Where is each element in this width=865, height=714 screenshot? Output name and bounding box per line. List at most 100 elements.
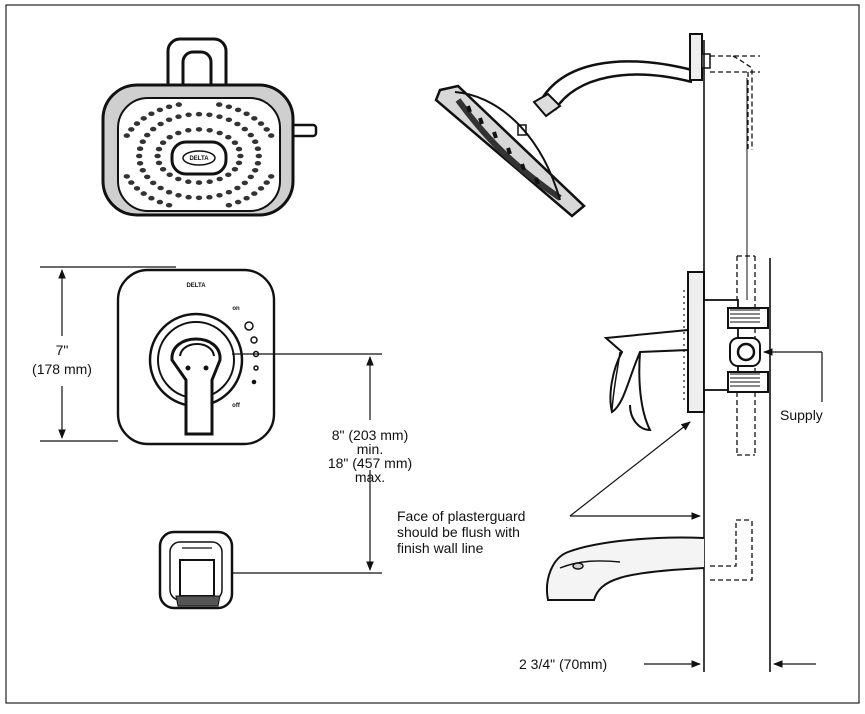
spray-nozzle [263,180,270,185]
spray-nozzle [150,180,157,186]
spray-nozzle [231,140,239,145]
spray-nozzle [251,191,258,196]
spray-nozzle [136,161,144,166]
spray-nozzle [235,146,243,152]
showerhead-front-view [101,37,318,217]
spray-nozzle [243,195,250,201]
spray-nozzle [231,167,239,172]
spray-nozzle [154,153,161,159]
spray-nozzle [185,179,192,184]
spray-nozzle [252,139,259,144]
spray-nozzle [139,168,146,173]
spray-nozzle [159,167,167,172]
spacing-max-label: max. [355,469,385,485]
spray-nozzle [241,180,248,186]
spray-nozzle [133,121,141,126]
spray-nozzle [123,174,130,179]
spray-nozzle [139,139,146,144]
spray-nozzle [206,194,213,200]
spray-nozzle [225,134,232,140]
spray-nozzle [155,146,163,152]
spray-nozzle [155,160,163,166]
spray-nozzle [235,160,243,166]
spray-nozzle [251,116,258,121]
spray-nozzle [243,111,250,117]
spray-nozzle [175,130,182,136]
spray-nozzle [254,161,262,166]
spray-nozzle [185,128,192,133]
valve-off-label: off [232,403,241,409]
spray-nozzle [148,111,155,117]
spray-nozzle [206,179,213,184]
plasterguard-note-line-3: finish wall line [397,540,484,556]
showerhead-logo: DELTA [189,156,209,162]
spray-nozzle [175,193,182,198]
spacing-min-value: 8" (203 mm) [332,427,409,443]
spray-nozzle [247,132,254,138]
spray-nozzle [165,202,173,208]
spray-nozzle [225,172,232,178]
spacing-max-value: 18" (457 mm) [328,455,412,471]
spray-nozzle [150,126,157,132]
spray-nozzle [225,117,233,123]
showerhead-side-view [434,33,711,218]
spray-nozzle [156,199,164,205]
valve-trim-front-view [116,268,276,446]
spray-nozzle [123,133,130,138]
spray-nozzle [148,195,155,201]
dimension-lines [40,266,823,668]
spray-nozzle [268,133,275,138]
spray-nozzle [234,199,242,205]
supply-label: Supply [780,407,823,423]
spray-nozzle [128,180,135,185]
valve-trim-logo: DELTA [186,283,206,289]
spray-nozzle [157,121,164,127]
spray-nozzle [195,127,203,132]
spray-nozzle [216,102,223,107]
spray-nozzle [133,186,141,191]
spray-nozzle [136,153,143,159]
spray-nozzle [254,146,262,151]
spray-nozzle [128,127,135,132]
spray-nozzle [165,117,173,123]
spray-nozzle [252,168,259,173]
spray-nozzle [195,111,203,117]
spray-nozzle [216,114,223,119]
spray-nozzle [234,107,242,113]
diagram-frame [5,4,860,704]
spray-nozzle [185,112,192,118]
plasterguard-note-line-1: Face of plasterguard [397,508,525,524]
height-label-metric: (178 mm) [32,361,92,377]
spray-nozzle [225,104,233,110]
spray-nozzle [144,174,151,180]
spray-nozzle [206,112,213,118]
spray-nozzle [159,140,167,145]
spray-nozzle [216,193,223,198]
spray-nozzle [144,132,151,138]
spray-nozzle [175,176,182,182]
spray-nozzle [241,126,248,132]
spray-nozzle [234,121,241,127]
spray-nozzle [136,146,144,151]
tub-spout-front-view [158,530,234,610]
spray-nozzle [237,153,244,159]
spray-nozzle [166,172,173,178]
spray-nozzle [257,186,265,191]
height-label-imperial: 7" [56,342,69,358]
spray-nozzles [123,102,275,208]
spray-nozzle [156,107,164,113]
spray-nozzle [165,189,173,195]
spray-nozzle [185,194,192,200]
spray-nozzle [257,121,265,126]
spray-nozzle [157,185,164,191]
spray-nozzle [175,114,182,119]
spray-nozzle [206,128,213,133]
spray-nozzle [247,174,254,180]
spray-nozzle [234,185,241,191]
spray-nozzle [140,116,147,121]
wall-section [546,40,771,672]
spray-nozzle [195,180,203,185]
spray-nozzle [225,189,233,195]
plasterguard-note-line-2: should be flush with [397,524,520,540]
